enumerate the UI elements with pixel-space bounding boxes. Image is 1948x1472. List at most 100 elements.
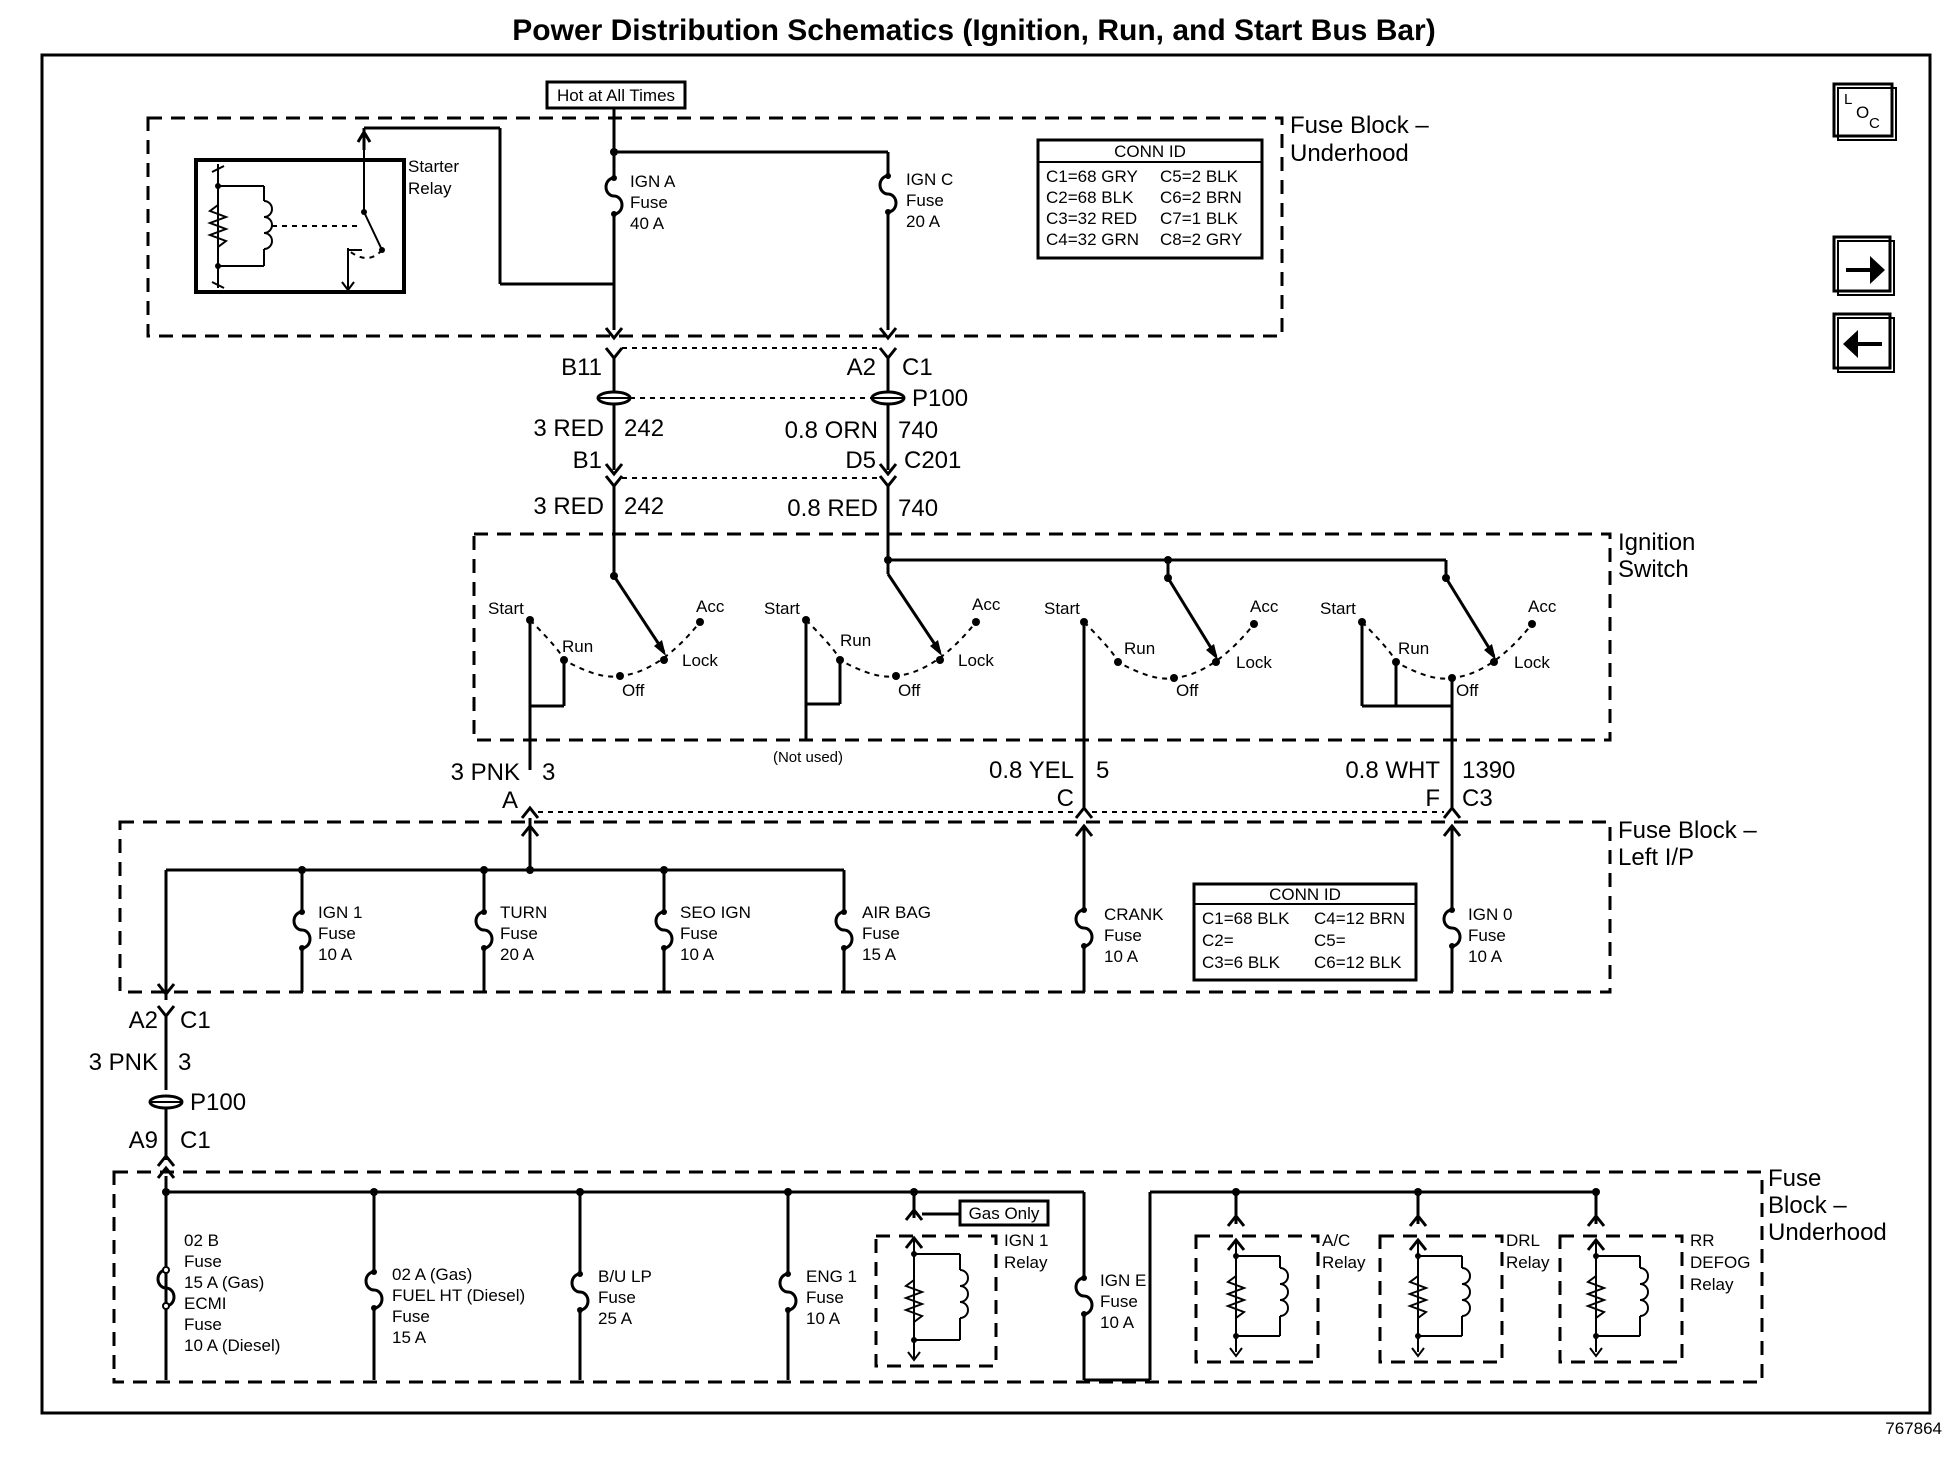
svg-text:Fuse: Fuse (184, 1315, 222, 1334)
page-title: Power Distribution Schematics (Ignition,… (512, 14, 1435, 47)
svg-text:FUEL HT (Diesel): FUEL HT (Diesel) (392, 1286, 525, 1305)
ignition-switch-section-1: Start Run Off Lock Acc (488, 572, 725, 770)
conn-d5-label: D5 (845, 447, 876, 474)
svg-text:Relay: Relay (1322, 1253, 1366, 1272)
svg-text:Off: Off (622, 681, 645, 700)
svg-text:C: C (1057, 785, 1074, 812)
svg-text:Off: Off (1176, 681, 1199, 700)
svg-text:Left I/P: Left I/P (1618, 844, 1694, 871)
conn-id-table-ip: CONN ID C1=68 BLK C4=12 BRN C2= C5= C3=6… (1192, 882, 1418, 982)
ip-fuse-crank: CRANK Fuse 10 A (1074, 905, 1164, 992)
svg-text:Acc: Acc (696, 597, 725, 616)
svg-text:IGN 1: IGN 1 (1004, 1231, 1048, 1250)
svg-text:L: L (1844, 91, 1852, 108)
svg-text:C3=32 RED: C3=32 RED (1046, 209, 1137, 228)
location-icon[interactable]: L O C (1832, 82, 1897, 141)
svg-text:C5=: C5= (1314, 931, 1346, 950)
ip-fuse-air-bag: AIR BAG Fuse 15 A (834, 870, 931, 992)
conn-c201-label: C201 (904, 447, 961, 474)
ignition-switch-block (472, 532, 1612, 742)
svg-text:Fuse: Fuse (1468, 926, 1506, 945)
svg-text:02 B: 02 B (184, 1231, 219, 1250)
circuit-5-label: 5 (1096, 757, 1109, 784)
conn-c1-lower-label: C1 (180, 1007, 211, 1034)
svg-text:CONN ID: CONN ID (1269, 885, 1341, 904)
svg-text:C8=2 GRY: C8=2 GRY (1160, 230, 1242, 249)
circuit-242-label: 242 (624, 415, 664, 442)
wire-3-red-label: 3 RED (533, 415, 604, 442)
svg-text:10 A: 10 A (318, 945, 353, 964)
svg-text:C5=2 BLK: C5=2 BLK (1160, 167, 1239, 186)
svg-text:10 A (Diesel): 10 A (Diesel) (184, 1336, 280, 1355)
svg-text:SEO IGN: SEO IGN (680, 903, 751, 922)
svg-text:C1=68 GRY: C1=68 GRY (1046, 167, 1138, 186)
svg-text:02 A (Gas): 02 A (Gas) (392, 1265, 472, 1284)
svg-text:C6=12 BLK: C6=12 BLK (1314, 953, 1402, 972)
bottom-fuse-ign-e: IGN E Fuse 10 A (1074, 1271, 1146, 1380)
bottom-fuse-02a-fuel-ht: 02 A (Gas) FUEL HT (Diesel) Fuse 15 A (364, 1192, 525, 1380)
ign-1-relay: IGN 1 Relay (874, 1231, 1048, 1368)
svg-text:Lock: Lock (682, 651, 718, 670)
svg-text:10 A: 10 A (1468, 947, 1503, 966)
svg-text:10 A: 10 A (1100, 1313, 1135, 1332)
svg-text:Run: Run (1398, 639, 1429, 658)
svg-text:Fuse: Fuse (630, 193, 668, 212)
ac-relay: A/C Relay (1194, 1192, 1366, 1364)
svg-text:10 A: 10 A (680, 945, 715, 964)
p100-splice-lower (148, 1094, 184, 1110)
ign-c-fuse-icon (878, 174, 898, 214)
svg-text:A: A (502, 787, 518, 814)
gas-only-label: Gas Only (958, 1199, 1050, 1227)
svg-text:C4=12 BRN: C4=12 BRN (1314, 909, 1405, 928)
drl-relay: DRL Relay (1378, 1192, 1550, 1364)
svg-text:20 A: 20 A (500, 945, 535, 964)
svg-text:10 A: 10 A (806, 1309, 841, 1328)
next-arrow-icon[interactable] (1832, 235, 1895, 296)
svg-text:20 A: 20 A (906, 212, 941, 231)
ip-fuse-seo-ign: SEO IGN Fuse 10 A (654, 870, 751, 992)
svg-text:IGN 0: IGN 0 (1468, 905, 1512, 924)
svg-text:Underhood: Underhood (1768, 1219, 1887, 1246)
svg-text:C1=68 BLK: C1=68 BLK (1202, 909, 1290, 928)
p100-label-top: P100 (912, 385, 968, 412)
diagram-frame (40, 53, 1932, 1415)
conn-b11-label: B11 (561, 354, 602, 381)
svg-text:AIR BAG: AIR BAG (862, 903, 931, 922)
svg-text:Fuse: Fuse (862, 924, 900, 943)
figure-number: 767864 (1885, 1419, 1942, 1438)
svg-text:Fuse: Fuse (598, 1288, 636, 1307)
svg-text:15 A: 15 A (392, 1328, 427, 1347)
conn-id-table-top: CONN ID C1=68 GRY C5=2 BLK C2=68 BLK C6=… (1036, 138, 1264, 260)
ignition-switch-section-3: Start Run Off Lock Acc (1044, 574, 1279, 810)
ip-fuse-ign-0: IGN 0 Fuse 10 A (1442, 905, 1512, 992)
bottom-fuse-02b-ecmi: 02 B Fuse 15 A (Gas) ECMI Fuse 10 A (Die… (156, 1231, 280, 1355)
ignition-switch-section-2: Start Run Off Lock Acc (764, 573, 1001, 740)
fuse-block-underhood-top (146, 116, 1284, 338)
svg-text:3: 3 (178, 1049, 191, 1076)
svg-text:O: O (1856, 103, 1869, 122)
svg-text:10 A: 10 A (1104, 947, 1139, 966)
svg-text:C3=6 BLK: C3=6 BLK (1202, 953, 1281, 972)
svg-text:Lock: Lock (1236, 653, 1272, 672)
circuit-3-label: 3 (542, 759, 555, 786)
svg-text:C4=32 GRN: C4=32 GRN (1046, 230, 1139, 249)
circuit-1390-label: 1390 (1462, 757, 1515, 784)
bottom-fuse-eng-1: ENG 1 Fuse 10 A (778, 1192, 857, 1380)
wire-08-red-label: 0.8 RED (787, 495, 878, 522)
svg-text:A/C: A/C (1322, 1231, 1350, 1250)
fuse-block-underhood-bottom (112, 1170, 1764, 1384)
previous-arrow-icon[interactable] (1832, 312, 1895, 373)
svg-text:IGN 1: IGN 1 (318, 903, 362, 922)
ip-fuse-ign-1: IGN 1 Fuse 10 A (292, 870, 362, 992)
fuse-block-left-ip (118, 820, 1612, 994)
svg-text:40 A: 40 A (630, 214, 665, 233)
conn-a2-label: A2 (847, 354, 876, 381)
fuse-block-underhood-bottom-label: Fuse (1768, 1165, 1821, 1192)
svg-text:Run: Run (840, 631, 871, 650)
svg-text:Fuse: Fuse (392, 1307, 430, 1326)
svg-text:Lock: Lock (958, 651, 994, 670)
svg-text:Relay: Relay (1690, 1275, 1734, 1294)
svg-text:Run: Run (562, 637, 593, 656)
svg-text:CONN ID: CONN ID (1114, 142, 1186, 161)
ignition-switch-label: Ignition (1618, 529, 1695, 556)
